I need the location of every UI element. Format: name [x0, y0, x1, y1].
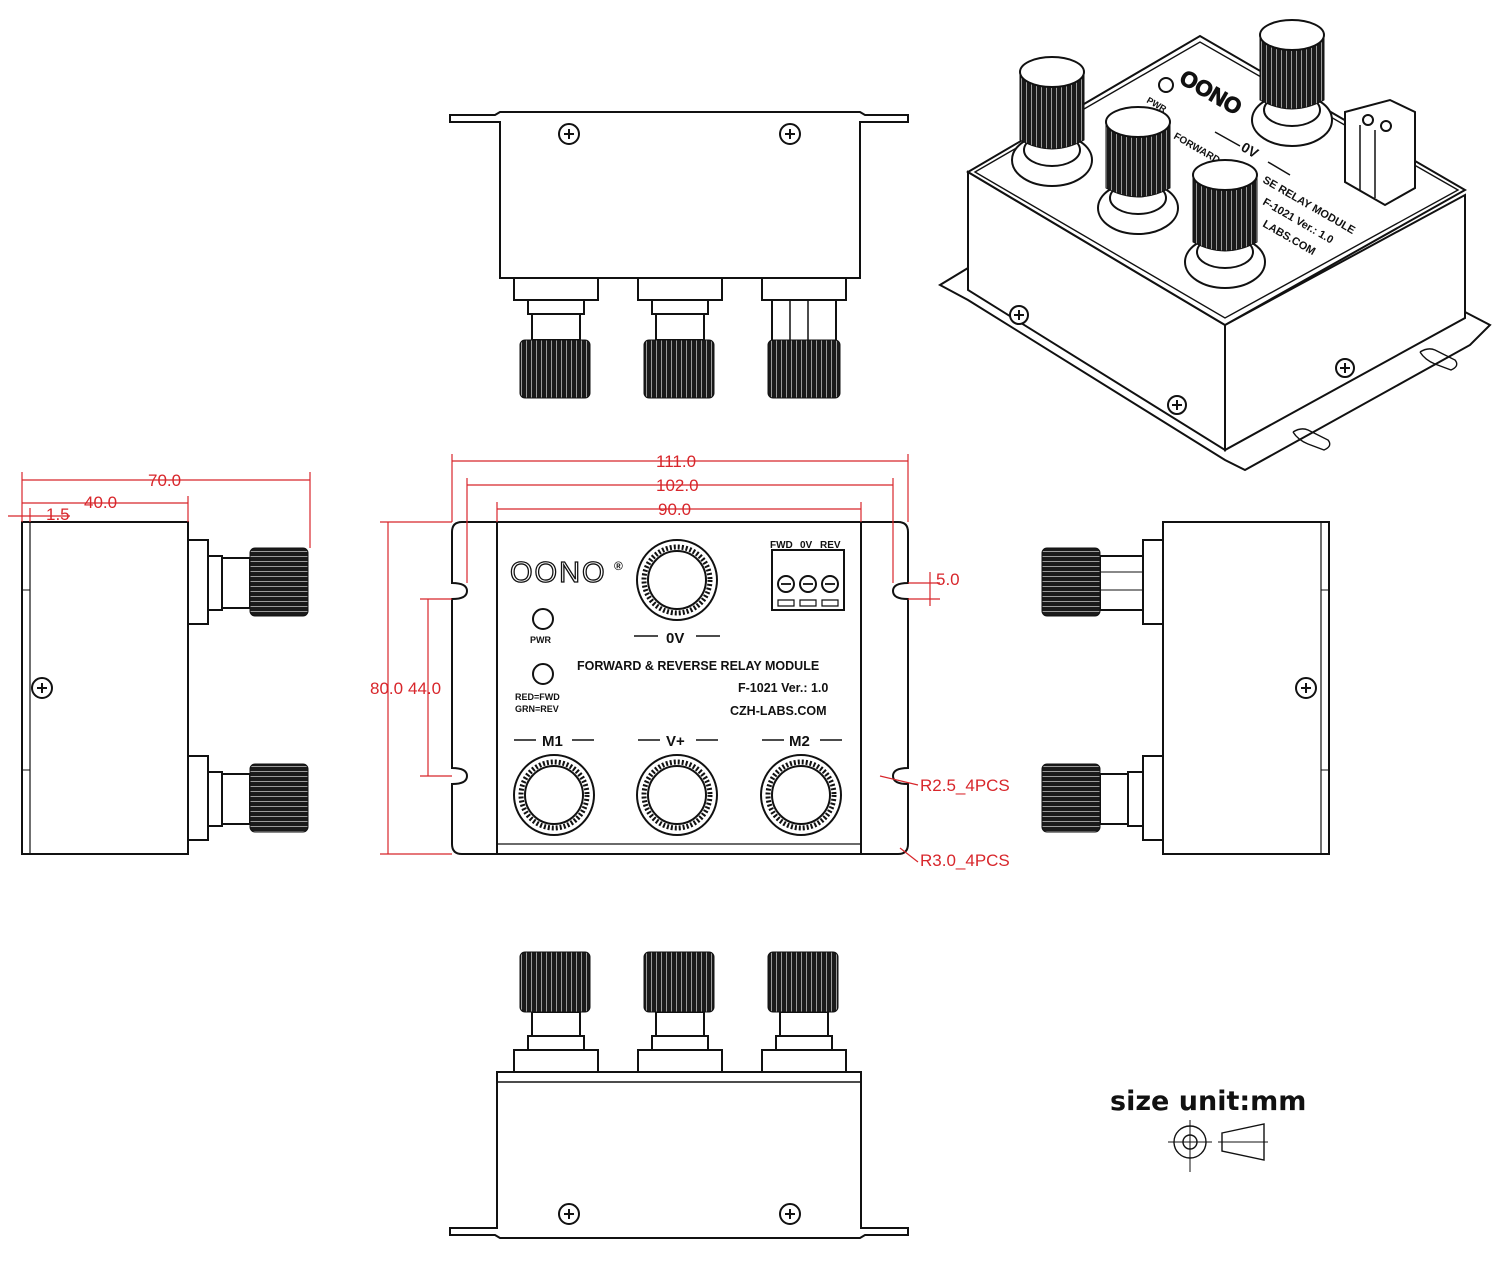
left-dimensions: 70.0 40.0 1.5	[8, 471, 311, 548]
screw-icon	[779, 1203, 801, 1225]
dim-flange: 1.5	[46, 505, 70, 524]
screw-icon	[558, 123, 580, 145]
dim-height: 80.0	[370, 679, 403, 698]
module-model: F-1021 Ver.: 1.0	[738, 681, 828, 695]
module-website: CZH-LABS.COM	[730, 704, 827, 718]
binding-post-icon	[513, 277, 599, 399]
bottom-view	[449, 951, 909, 1239]
label-pwr: PWR	[530, 635, 551, 645]
dim-side-depth: 70.0	[148, 471, 181, 490]
binding-post-icon	[187, 539, 309, 625]
binding-post-icon	[1041, 755, 1164, 841]
binding-post-icon	[636, 754, 718, 836]
binding-post-icon	[636, 539, 718, 621]
binding-post-icon	[1251, 19, 1333, 147]
status-led-icon	[532, 663, 554, 685]
registered-mark: ®	[614, 559, 623, 573]
screw-icon	[1295, 677, 1317, 699]
pwr-led-icon	[532, 608, 554, 630]
label-0v: 0V	[666, 630, 684, 647]
oono-logo: OONO	[510, 557, 607, 589]
screw-icon	[558, 1203, 580, 1225]
terminal-block-icon	[1344, 98, 1416, 207]
units-note: size unit:mm	[1110, 1086, 1306, 1172]
binding-post-icon	[760, 754, 842, 836]
screw-icon	[1009, 305, 1029, 325]
screw-icon	[1335, 358, 1355, 378]
terminal-block-icon	[1041, 539, 1164, 625]
dim-slot-offset: 5.0	[936, 570, 960, 589]
terminal-label-0v: 0V	[800, 540, 813, 551]
iso-0v-label: 0V	[1239, 139, 1262, 162]
terminal-block-icon	[761, 277, 847, 399]
dim-slot-spacing: 44.0	[408, 679, 441, 698]
terminal-label-rev: REV	[820, 540, 841, 551]
dim-body-width: 90.0	[658, 500, 691, 519]
binding-post-icon	[1011, 56, 1093, 187]
binding-post-icon	[513, 951, 599, 1073]
dim-hole-spacing: 102.0	[656, 476, 699, 495]
front-view: OONO ® FWD 0V REV 0V PWR RED=FWD GRN=REV…	[451, 521, 909, 855]
right-side-view	[1041, 521, 1330, 855]
label-m2: M2	[789, 733, 810, 750]
dim-overall-width: 111.0	[656, 452, 696, 471]
terminal-label-fwd: FWD	[770, 540, 793, 551]
binding-post-icon	[187, 755, 309, 841]
left-side-view	[21, 521, 309, 855]
screw-icon	[31, 677, 53, 699]
top-view	[449, 111, 909, 399]
binding-post-icon	[761, 951, 847, 1073]
dim-slot-radius: R2.5_4PCS	[920, 776, 1010, 795]
projection-symbol-icon	[1168, 1120, 1268, 1172]
dim-side-body: 40.0	[84, 493, 117, 512]
label-m1: M1	[542, 733, 563, 750]
legend-grn-rev: GRN=REV	[515, 704, 559, 714]
label-vplus: V+	[666, 733, 685, 750]
binding-post-icon	[1184, 159, 1266, 289]
isometric-view: OONO PWR 0V FORWARD SE RELAY MODULE F-10…	[937, 19, 1492, 472]
binding-post-icon	[637, 277, 723, 399]
binding-post-icon	[1097, 106, 1179, 235]
dim-corner-radius: R3.0_4PCS	[920, 851, 1010, 870]
legend-red-fwd: RED=FWD	[515, 692, 560, 702]
screw-icon	[779, 123, 801, 145]
binding-post-icon	[637, 951, 723, 1073]
binding-post-icon	[513, 754, 595, 836]
front-dimensions: 111.0 102.0 90.0 80.0 44.0 5.0 R2.5_4PCS…	[370, 452, 1010, 870]
module-title: FORWARD & REVERSE RELAY MODULE	[577, 659, 819, 673]
terminal-block-icon	[771, 549, 845, 611]
units-note-text: size unit:mm	[1110, 1086, 1306, 1117]
screw-icon	[1167, 395, 1187, 415]
